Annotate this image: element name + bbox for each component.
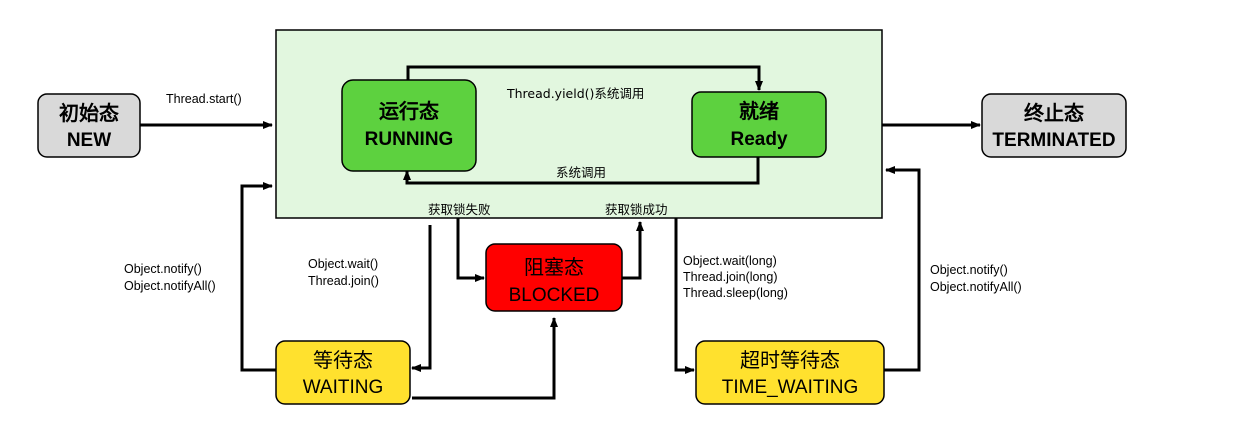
edge-running-to-ready bbox=[406, 65, 763, 91]
label-thread-start: Thread.start() bbox=[166, 92, 242, 106]
label-timed-wait-line: Object.wait(long) bbox=[683, 254, 777, 268]
state-time-waiting-box bbox=[695, 340, 885, 405]
label-notify-right: Object.notify() Object.notifyAll() bbox=[930, 263, 1022, 294]
state-terminated-box bbox=[981, 93, 1127, 158]
label-notify-right-line: Object.notify() bbox=[930, 263, 1008, 277]
state-running-title: 运行态 bbox=[379, 99, 439, 123]
edge-time-waiting-to-runnable bbox=[884, 166, 921, 372]
label-timed-wait-line: Thread.sleep(long) bbox=[683, 286, 788, 300]
state-ready: 就绪 Ready bbox=[691, 91, 827, 158]
state-blocked-subtitle: BLOCKED bbox=[509, 285, 600, 306]
state-waiting-title: 等待态 bbox=[313, 348, 373, 372]
state-new-subtitle: NEW bbox=[67, 130, 111, 151]
state-running: 运行态 RUNNING bbox=[341, 79, 477, 172]
edge-blocked-to-runnable bbox=[622, 221, 644, 280]
edge-waiting-to-blocked bbox=[412, 317, 558, 400]
label-system-call: 系统调用 bbox=[556, 165, 606, 180]
edge-runnable-to-waiting bbox=[411, 225, 432, 372]
edge-ready-to-running bbox=[403, 157, 760, 185]
state-terminated-subtitle: TERMINATED bbox=[992, 130, 1115, 151]
label-timed-wait-line: Thread.join(long) bbox=[683, 270, 778, 284]
state-time-waiting: 超时等待态 TIME_WAITING bbox=[695, 340, 885, 405]
label-wait-line: Thread.join() bbox=[308, 274, 379, 288]
state-new-title: 初始态 bbox=[59, 101, 119, 125]
state-ready-subtitle: Ready bbox=[730, 129, 787, 150]
state-time-waiting-title: 超时等待态 bbox=[740, 348, 840, 372]
state-ready-box bbox=[691, 91, 827, 158]
label-notify-right-line: Object.notifyAll() bbox=[930, 280, 1022, 294]
state-blocked-title: 阻塞态 bbox=[524, 255, 584, 279]
state-ready-title: 就绪 bbox=[739, 99, 779, 123]
label-notify-left: Object.notify() Object.notifyAll() bbox=[124, 262, 216, 293]
state-running-box bbox=[341, 79, 477, 172]
label-notify-left-line: Object.notify() bbox=[124, 262, 202, 276]
state-terminated: 终止态 TERMINATED bbox=[981, 93, 1127, 158]
state-waiting-box bbox=[275, 340, 411, 405]
state-running-subtitle: RUNNING bbox=[365, 129, 454, 150]
label-lock-fail: 获取锁失败 bbox=[428, 202, 491, 217]
label-lock-success: 获取锁成功 bbox=[605, 202, 668, 217]
state-blocked: 阻塞态 BLOCKED bbox=[485, 243, 623, 312]
state-new: 初始态 NEW bbox=[37, 93, 141, 158]
state-new-box bbox=[37, 93, 141, 158]
state-waiting: 等待态 WAITING bbox=[275, 340, 411, 405]
state-waiting-subtitle: WAITING bbox=[303, 377, 384, 398]
state-time-waiting-subtitle: TIME_WAITING bbox=[722, 377, 859, 398]
label-notify-left-line: Object.notifyAll() bbox=[124, 279, 216, 293]
edge-waiting-to-runnable bbox=[240, 182, 276, 372]
label-wait-line: Object.wait() bbox=[308, 257, 378, 271]
state-terminated-title: 终止态 bbox=[1024, 101, 1084, 125]
state-blocked-box bbox=[485, 243, 623, 312]
label-timed-wait: Object.wait(long) Thread.join(long) Thre… bbox=[683, 254, 788, 300]
label-wait: Object.wait() Thread.join() bbox=[308, 257, 382, 288]
label-yield: Thread.yield()系统调用 bbox=[506, 86, 644, 101]
edge-runnable-to-time-waiting bbox=[674, 218, 695, 374]
edge-runnable-to-blocked bbox=[456, 218, 485, 282]
